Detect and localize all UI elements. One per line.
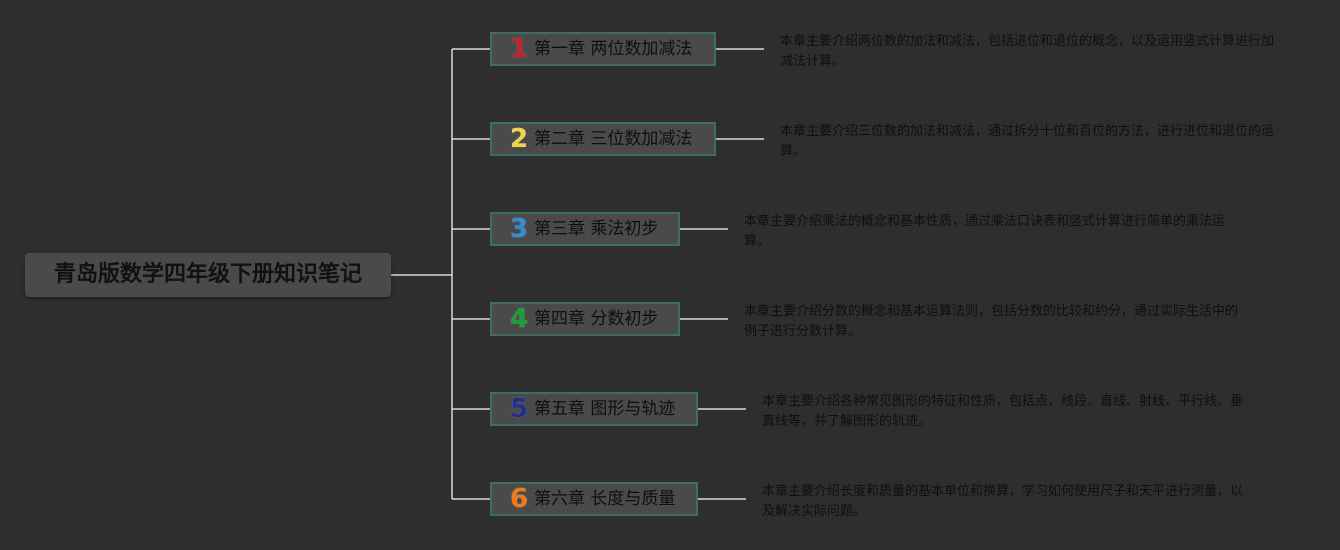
chapter-description-3: 本章主要介绍乘法的概念和基本性质，通过乘法口诀表和竖式计算进行简单的乘法运算。 bbox=[744, 214, 1226, 249]
chapter-description-4: 本章主要介绍分数的概念和基本运算法则，包括分数的比较和约分，通过实际生活中的例子… bbox=[744, 304, 1239, 339]
chapter-node-5[interactable]: 5 第五章 图形与轨迹 bbox=[490, 392, 698, 426]
chapter-description-2: 本章主要介绍三位数的加法和减法，通过拆分十位和百位的方法，进行进位和退位的运算。 bbox=[780, 124, 1275, 159]
number-4-icon: 4 bbox=[509, 304, 529, 334]
root-node[interactable]: 青岛版数学四年级下册知识笔记 bbox=[25, 253, 391, 297]
number-6-icon: 6 bbox=[509, 484, 529, 514]
chapter-node-1[interactable]: 1 第一章 两位数加减法 bbox=[490, 32, 716, 66]
number-3-icon: 3 bbox=[509, 214, 529, 244]
number-1-icon: 1 bbox=[509, 34, 529, 64]
chapter-node-2[interactable]: 2 第二章 三位数加减法 bbox=[490, 122, 716, 156]
chapter-node-6[interactable]: 6 第六章 长度与质量 bbox=[490, 482, 698, 516]
chapter-label: 第一章 两位数加减法 bbox=[534, 39, 693, 59]
chapter-label: 第二章 三位数加减法 bbox=[534, 129, 693, 149]
chapter-description-5: 本章主要介绍各种常见图形的特征和性质，包括点、线段、直线、射线、平行线、垂直线等… bbox=[762, 394, 1244, 429]
number-2-icon: 2 bbox=[509, 124, 529, 154]
chapter-description-6: 本章主要介绍长度和质量的基本单位和换算，学习如何使用尺子和天平进行测量，以及解决… bbox=[762, 484, 1244, 519]
chapter-label: 第六章 长度与质量 bbox=[534, 489, 676, 509]
chapter-node-3[interactable]: 3 第三章 乘法初步 bbox=[490, 212, 680, 246]
number-5-icon: 5 bbox=[509, 394, 529, 424]
chapter-label: 第三章 乘法初步 bbox=[534, 219, 659, 239]
chapter-node-4[interactable]: 4 第四章 分数初步 bbox=[490, 302, 680, 336]
chapter-label: 第四章 分数初步 bbox=[534, 309, 659, 329]
chapter-label: 第五章 图形与轨迹 bbox=[534, 399, 676, 419]
chapter-description-1: 本章主要介绍两位数的加法和减法，包括进位和退位的概念，以及运用竖式计算进行加减法… bbox=[780, 34, 1275, 69]
